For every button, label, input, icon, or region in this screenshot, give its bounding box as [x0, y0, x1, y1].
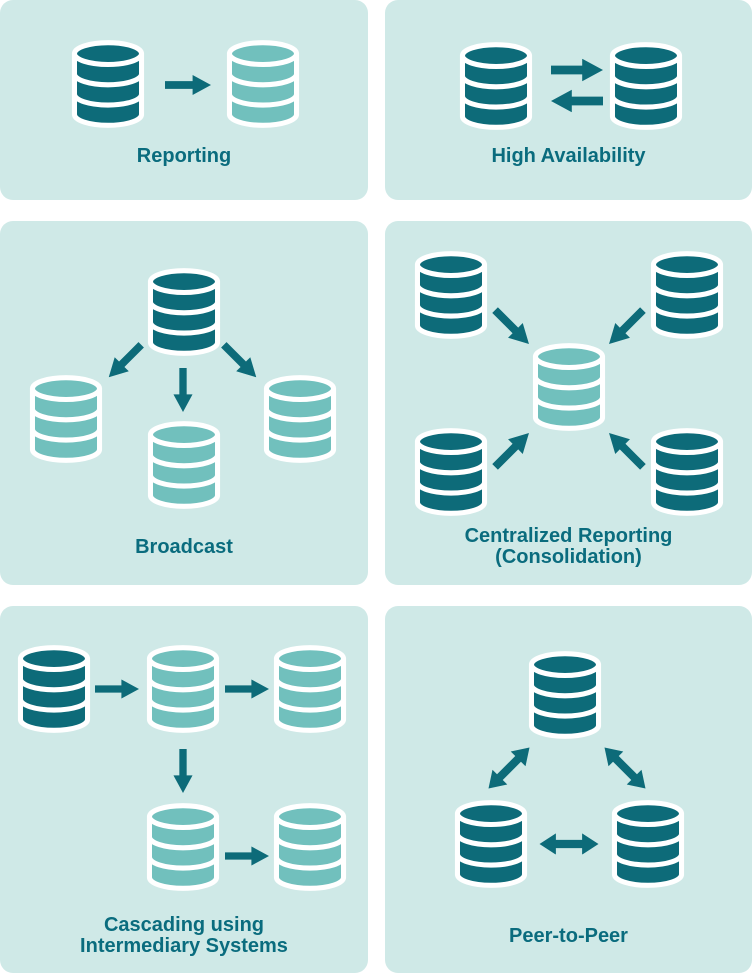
- cascading-bottom-to-right-arrow: [225, 846, 269, 866]
- consolidation-central-target-database-icon: [530, 340, 608, 434]
- panel-peer-to-peer: Peer-to-Peer: [385, 606, 752, 973]
- panel-label-reporting: Reporting: [136, 145, 232, 167]
- cascading-source-database-icon: [15, 642, 93, 736]
- p2p-node-bottom-right-database-icon: [609, 797, 687, 891]
- consolidation-source-top-right-database-icon: [648, 248, 726, 342]
- broadcast-target-center-database-icon: [145, 418, 223, 512]
- consolidation-source-bottom-right-database-icon: [648, 425, 726, 519]
- consolidation-bottom-left-arrow: [488, 426, 537, 475]
- p2p-node-top-database-icon: [526, 648, 604, 742]
- panel-broadcast: Broadcast: [0, 221, 368, 585]
- p2p-node-bottom-left-database-icon: [452, 797, 530, 891]
- ha-left-to-right-arrow: [551, 58, 603, 82]
- panel-label-peer-to-peer: Peer-to-Peer: [509, 925, 628, 947]
- ha-primary-database-icon: [457, 39, 535, 133]
- cascading-intermediary-bottom-database-icon: [144, 800, 222, 894]
- reporting-source-database-icon: [69, 37, 147, 131]
- cascading-source-to-intermediary-arrow: [95, 679, 139, 699]
- consolidation-bottom-right-arrow: [602, 426, 651, 475]
- panel-reporting: Reporting: [0, 0, 368, 200]
- broadcast-target-right-database-icon: [261, 372, 339, 466]
- consolidation-top-left-arrow: [488, 303, 537, 352]
- broadcast-to-right-arrow: [217, 338, 264, 385]
- cascading-intermediary-to-right-arrow: [225, 679, 269, 699]
- panel-label-centralized-reporting: Centralized Reporting(Consolidation): [464, 525, 673, 568]
- reporting-replica-database-icon: [224, 37, 302, 131]
- panel-label-broadcast: Broadcast: [135, 536, 233, 558]
- broadcast-source-database-icon: [145, 265, 223, 359]
- ha-right-to-left-arrow: [551, 89, 603, 113]
- cascading-intermediary-down-arrow: [173, 749, 193, 793]
- p2p-top-right-double-arrow: [597, 740, 653, 796]
- broadcast-to-left-arrow: [102, 338, 149, 385]
- broadcast-target-left-database-icon: [27, 372, 105, 466]
- ha-secondary-database-icon: [607, 39, 685, 133]
- consolidation-source-bottom-left-database-icon: [412, 425, 490, 519]
- panel-centralized-reporting: Centralized Reporting(Consolidation): [385, 221, 752, 585]
- consolidation-top-right-arrow: [602, 303, 651, 352]
- panel-label-high-availability: High Availability: [491, 145, 646, 167]
- p2p-bottom-double-arrow: [539, 833, 599, 855]
- broadcast-to-center-arrow: [173, 368, 193, 412]
- cascading-target-bottom-right-database-icon: [271, 800, 349, 894]
- consolidation-source-top-left-database-icon: [412, 248, 490, 342]
- panel-high-availability: High Availability: [385, 0, 752, 200]
- p2p-top-left-double-arrow: [481, 740, 537, 796]
- cascading-target-top-right-database-icon: [271, 642, 349, 736]
- cascading-intermediary-top-database-icon: [144, 642, 222, 736]
- reporting-source-to-replica-arrow: [165, 75, 211, 95]
